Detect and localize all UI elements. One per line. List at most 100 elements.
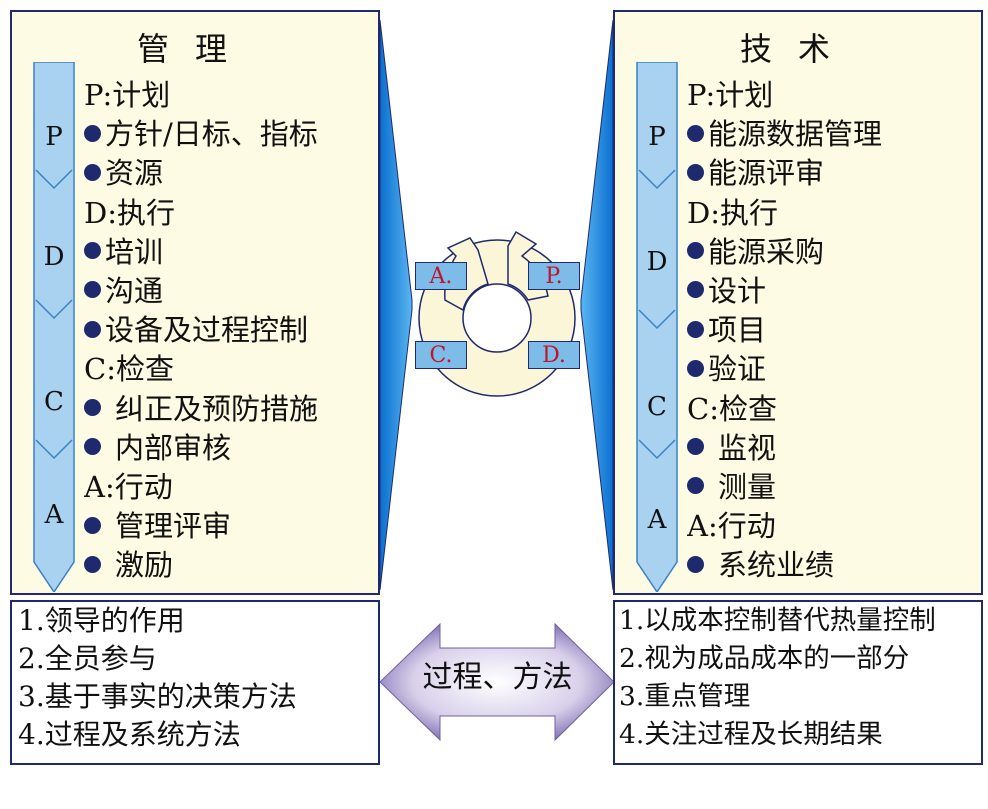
list-item: 能源数据管理 xyxy=(687,115,977,154)
item-text: 能源评审 xyxy=(708,156,825,191)
list-item: 资源 xyxy=(84,154,374,193)
item-text: D:执行 xyxy=(687,195,779,230)
item-text: P:计划 xyxy=(84,78,171,112)
technology-stage-a: A xyxy=(647,505,667,535)
item-text: 能源采购 xyxy=(708,234,825,269)
list-item: 培训 xyxy=(84,233,374,272)
bullet-icon xyxy=(687,320,704,338)
item-text: A:行动 xyxy=(687,509,776,544)
management-stage-p: P xyxy=(45,122,63,152)
cost-focus-box: 1.以成本控制替代热量控制 2.视为成品成本的一部分 3.重点管理 4.关注过程… xyxy=(613,600,983,765)
item-text: P:计划 xyxy=(687,78,774,112)
technology-pdca-spine xyxy=(636,62,678,592)
bullet-icon xyxy=(84,281,101,299)
bullet-icon xyxy=(84,399,101,416)
management-stage-d: D xyxy=(43,242,65,272)
item-text: 管理评审 xyxy=(115,509,232,544)
list-item: 内部审核 xyxy=(84,429,374,468)
list-item: 管理评审 xyxy=(84,507,374,546)
bullet-icon xyxy=(687,359,704,377)
item-text: 设计 xyxy=(708,273,767,308)
item-text: 验证 xyxy=(708,352,767,387)
principles-box: 1.领导的作用 2.全员参与 3.基于事实的决策方法 4.过程及系统方法 xyxy=(10,600,380,765)
list-item: 纠正及预防措施 xyxy=(84,390,374,429)
bullet-icon xyxy=(84,516,101,534)
item-text: 纠正及预防措施 xyxy=(115,391,319,426)
right-funnel xyxy=(580,19,614,591)
item-text: 设备及过程控制 xyxy=(105,313,309,348)
item-text: 培训 xyxy=(105,234,164,269)
bullet-icon xyxy=(84,320,101,338)
item-text: D:执行 xyxy=(84,195,176,230)
management-stage-c: C xyxy=(44,387,64,417)
bullet-icon xyxy=(687,477,704,495)
technology-stage-d: D xyxy=(646,247,668,277)
management-pdca-spine xyxy=(33,62,75,592)
list-item: 能源评审 xyxy=(687,154,977,193)
item-text: 沟通 xyxy=(105,273,164,308)
technology-stage-c: C xyxy=(647,392,667,422)
management-stage-a: A xyxy=(44,500,64,530)
management-title: 管理 xyxy=(136,30,253,68)
pdca-cycle xyxy=(418,230,576,397)
cost-focus-item: 1.以成本控制替代热量控制 xyxy=(619,605,936,636)
bullet-icon xyxy=(84,555,101,573)
stage-heading: A:行动 xyxy=(84,468,374,507)
principle-item: 4.过程及系统方法 xyxy=(18,718,241,751)
double-arrow-label: 过程、方法 xyxy=(422,660,573,695)
item-text: 激励 xyxy=(115,548,174,583)
list-item: 激励 xyxy=(84,546,374,585)
list-item: 测量 xyxy=(687,468,977,507)
cycle-label-d: D. xyxy=(528,341,580,369)
list-item: 验证 xyxy=(687,350,977,389)
list-item: 项目 xyxy=(687,311,977,350)
cost-focus-item: 3.重点管理 xyxy=(619,681,751,712)
bullet-icon xyxy=(687,281,704,299)
cost-focus-item: 2.视为成品成本的一部分 xyxy=(619,643,910,674)
technology-stage-p: P xyxy=(648,122,666,152)
bullet-icon xyxy=(687,438,704,456)
item-text: C:检查 xyxy=(84,352,174,387)
item-text: 监视 xyxy=(718,430,777,465)
stage-heading: C:检查 xyxy=(84,350,374,389)
item-text: 方针/日标、指标 xyxy=(105,117,318,152)
list-item: 系统业绩 xyxy=(687,546,977,585)
bullet-icon xyxy=(687,163,704,181)
technology-panel: 技术 P D C A P:计划能源数据管理能源评审 D:执行能源采购设计项目验证 C… xyxy=(613,10,983,595)
item-text: 系统业绩 xyxy=(718,548,835,583)
stage-heading: D:执行 xyxy=(84,194,374,233)
list-item: 设备及过程控制 xyxy=(84,311,374,350)
cycle-label-a: A. xyxy=(415,262,467,290)
technology-item-list: P:计划能源数据管理能源评审 D:执行能源采购设计项目验证 C:检查监视测量 A:行动… xyxy=(687,76,977,585)
principle-item: 2.全员参与 xyxy=(18,642,157,675)
bullet-icon xyxy=(84,438,101,456)
list-item: 能源采购 xyxy=(687,233,977,272)
cycle-label-c: C. xyxy=(415,341,467,369)
stage-heading: A:行动 xyxy=(687,507,977,546)
stage-heading: P:计划 xyxy=(84,76,374,115)
list-item: 方针/日标、指标 xyxy=(84,115,374,154)
bullet-icon xyxy=(687,242,704,260)
list-item: 沟通 xyxy=(84,272,374,311)
item-text: C:检查 xyxy=(687,391,777,426)
cost-focus-item: 4.关注过程及长期结果 xyxy=(619,719,883,750)
item-text: 项目 xyxy=(708,313,767,348)
list-item: 设计 xyxy=(687,272,977,311)
item-text: 测量 xyxy=(718,469,777,504)
item-text: 能源数据管理 xyxy=(708,117,883,152)
bullet-icon xyxy=(84,124,101,142)
technology-title: 技术 xyxy=(739,30,856,68)
item-text: 内部审核 xyxy=(115,430,232,465)
bullet-icon xyxy=(687,555,704,573)
principle-item: 3.基于事实的决策方法 xyxy=(18,680,297,713)
principle-item: 1.领导的作用 xyxy=(18,604,185,637)
bullet-icon xyxy=(84,163,101,181)
stage-heading: C:检查 xyxy=(687,390,977,429)
item-text: A:行动 xyxy=(84,469,173,504)
cycle-label-p: P. xyxy=(528,262,580,290)
bullet-icon xyxy=(84,242,101,260)
bullet-icon xyxy=(687,124,704,142)
stage-heading: D:执行 xyxy=(687,194,977,233)
